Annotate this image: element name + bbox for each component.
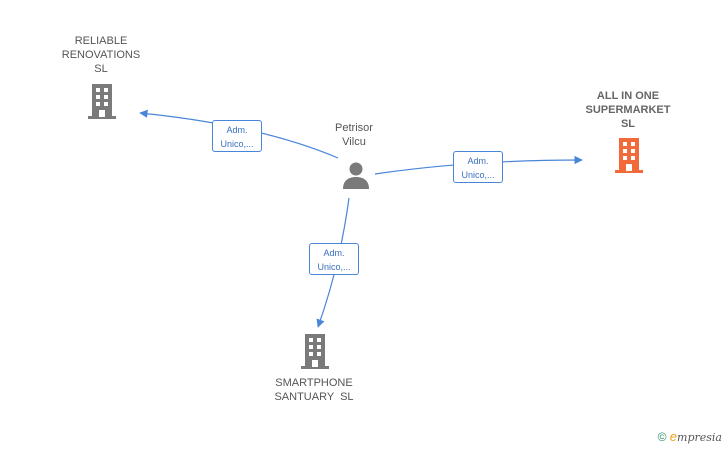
building-icon[interactable] (86, 84, 118, 120)
company-label-allinone[interactable]: ALL IN ONE SUPERMARKET SL (585, 90, 671, 130)
company-label-reliable[interactable]: RELIABLE RENOVATIONS SL (61, 35, 141, 75)
building-icon-highlighted[interactable] (613, 138, 645, 174)
relation-label-allinone[interactable]: Adm. Unico,... (453, 151, 503, 183)
copyright-symbol: © (657, 430, 667, 444)
company-label-smartphone[interactable]: SMARTPHONE SANTUARY SL (274, 377, 354, 403)
person-name[interactable]: Petrisor Vilcu (335, 122, 373, 148)
brand-logo-e: e (669, 429, 678, 444)
person-icon[interactable] (341, 160, 371, 190)
footer-logo: © empresia (658, 429, 722, 444)
building-icon[interactable] (299, 334, 331, 370)
brand-logo-text: mpresia (677, 431, 722, 444)
relation-label-smartphone[interactable]: Adm. Unico,... (309, 243, 359, 275)
relation-label-reliable[interactable]: Adm. Unico,... (212, 120, 262, 152)
